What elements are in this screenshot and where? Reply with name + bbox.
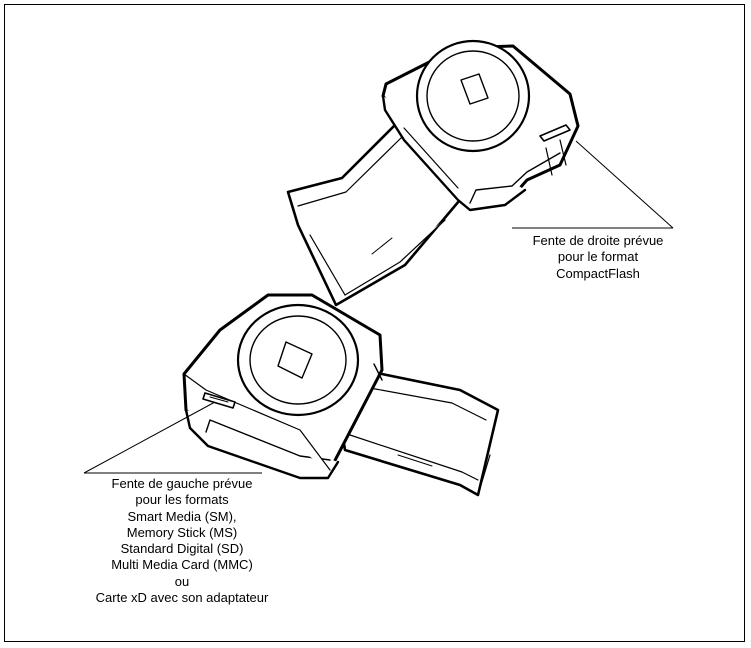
printer-bottom-paper-tray xyxy=(338,370,500,497)
printer-top-paper-tray xyxy=(286,118,472,307)
callout-right-line: pour le format xyxy=(557,249,639,265)
printer-top xyxy=(286,39,580,307)
callout-left-line: Smart Media (SM), xyxy=(127,508,237,524)
callout-left-text: Fente de gauche prévue pour les formats … xyxy=(62,476,302,606)
callout-left-line: Fente de gauche prévue xyxy=(111,476,253,491)
printer-top-slot-right xyxy=(539,124,571,176)
callout-left-line: pour les formats xyxy=(135,492,229,508)
leader-line-right xyxy=(575,140,674,229)
callout-left-line: Carte xD avec son adaptateur xyxy=(95,590,269,606)
callout-right-text: Fente de droite prévue pour le format Co… xyxy=(505,233,691,282)
figure-frame xyxy=(4,4,745,642)
callout-left-line: ou xyxy=(174,573,190,589)
leader-line-left xyxy=(83,401,216,474)
printer-top-body xyxy=(381,39,580,212)
printer-bottom-slot-left xyxy=(202,392,236,409)
callout-left-line: Multi Media Card (MMC) xyxy=(111,557,253,573)
callout-right-line: Fente de droite prévue xyxy=(532,233,664,248)
callout-left-line: Standard Digital (SD) xyxy=(120,541,244,557)
callout-left-line: Memory Stick (MS) xyxy=(126,524,238,540)
printer-bottom xyxy=(182,293,500,497)
callout-right-line: CompactFlash xyxy=(556,265,640,281)
